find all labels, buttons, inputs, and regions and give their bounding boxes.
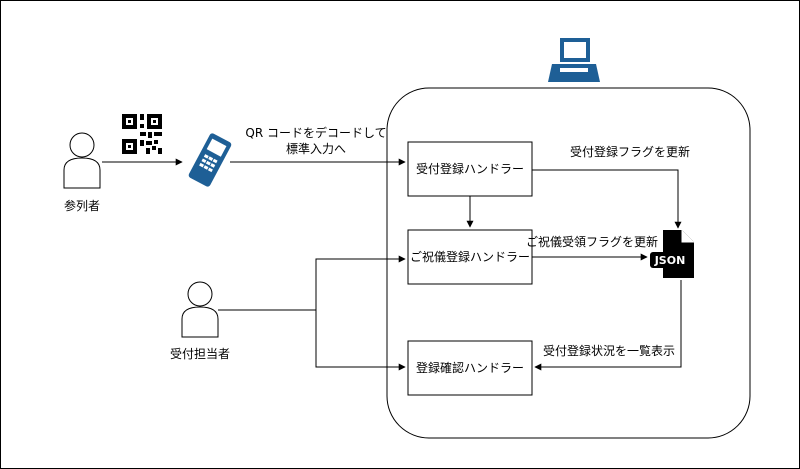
edge-json-confirm [534,280,682,371]
server-container [386,87,751,439]
edge-staff-gift [315,255,406,310]
participant-actor-icon [63,132,101,189]
json-label: JSON [654,254,686,267]
reception-handler-box [407,141,533,197]
qr-code-icon [122,114,162,154]
json-file-icon: JSON [650,230,694,278]
edge-reception-json [532,169,682,229]
confirm-handler-box [407,340,533,396]
reception-handler-label: 受付登録ハンドラー [416,161,524,176]
edge-staff-confirm [315,310,406,371]
edge-scan-label-line1: QR コードをデコードして [245,125,386,140]
barcode-scanner-icon [188,133,232,187]
edge-update-gift-flag-label: ご祝儀受領フラグを更新 [526,234,658,249]
edge-list-status-label: 受付登録状況を一覧表示 [543,343,675,358]
participant-label: 参列者 [64,198,100,213]
reception-staff-label: 受付担当者 [170,347,230,361]
laptop-icon [548,38,600,82]
confirm-handler-label: 登録確認ハンドラー [416,360,524,375]
edge-update-reception-flag-label: 受付登録フラグを更新 [570,144,690,159]
gift-handler-label: ご祝儀登録ハンドラー [410,249,530,264]
edge-scan-label-line2: 標準入力へ [286,141,346,156]
reception-staff-actor-icon [181,281,219,338]
